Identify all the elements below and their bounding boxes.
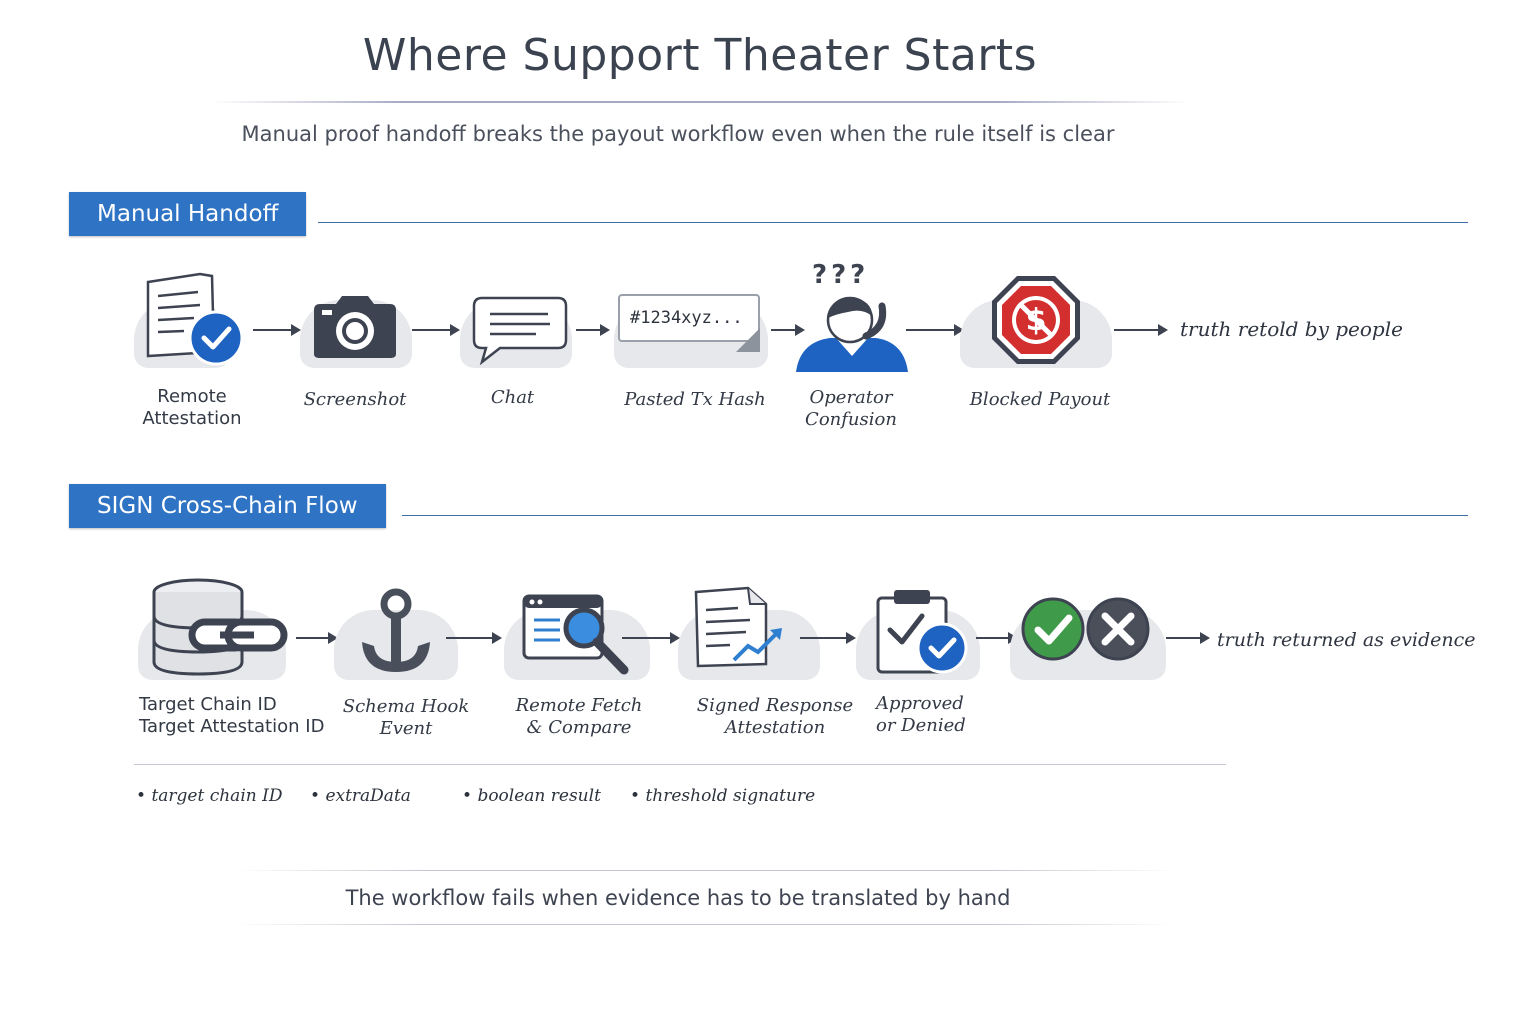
step-label-line: Attestation — [724, 717, 826, 738]
flow-arrow — [906, 324, 964, 336]
step-label-remote-attestation: Remote Attestation — [112, 386, 272, 430]
step-label-line: Signed Response — [696, 695, 854, 716]
chat-bubble-icon — [472, 296, 568, 366]
step-label-line: & Compare — [526, 717, 632, 738]
step-label-line: Operator — [809, 387, 893, 408]
confused-operator-icon — [796, 296, 908, 372]
camera-icon — [314, 296, 396, 358]
title-divider — [210, 101, 1190, 103]
database-link-icon — [152, 578, 288, 676]
step-label-target-ids: Target Chain ID Target Attestation ID — [139, 694, 339, 738]
field-bullet-threshold-signature: threshold signature — [630, 786, 815, 806]
bullet-divider — [134, 764, 1226, 765]
flow-arrow — [1114, 324, 1168, 336]
step-label-line: Remote Fetch — [515, 695, 643, 716]
page-subtitle: Manual proof handoff breaks the payout w… — [241, 122, 1115, 146]
flow-arrow — [800, 632, 856, 644]
hash-note-icon: #1234xyz... — [618, 294, 760, 342]
flow-arrow — [253, 324, 301, 336]
step-label-remote-fetch: Remote Fetch & Compare — [498, 695, 660, 739]
footer-caption: The workflow fails when evidence has to … — [345, 886, 1011, 910]
step-label-screenshot: Screenshot — [303, 389, 407, 410]
sign-outcome: truth returned as evidence — [1217, 629, 1476, 651]
step-label-chat: Chat — [490, 387, 535, 408]
step-label-pasted-tx-hash: Pasted Tx Hash — [624, 389, 766, 410]
step-label-schema-hook-event: Schema Hook Event — [342, 696, 470, 739]
clipboard-check-icon — [876, 590, 968, 674]
step-label-line: Target Attestation ID — [139, 716, 325, 737]
field-bullet-target-chain-id: target chain ID — [136, 786, 282, 806]
step-label-signed-response: Signed Response Attestation — [690, 695, 860, 739]
flow-arrow — [771, 324, 805, 336]
flow-arrow — [576, 324, 610, 336]
document-check-icon — [146, 272, 244, 366]
section-heading-manual-handoff: Manual Handoff — [69, 192, 307, 236]
manual-outcome: truth retold by people — [1180, 317, 1403, 341]
section-heading-sign-flow: SIGN Cross-Chain Flow — [69, 484, 386, 528]
stop-dollar-icon: $ — [992, 276, 1080, 364]
question-marks-icon: ??? — [812, 260, 870, 290]
section-line-manual — [318, 222, 1468, 223]
footer-rule-bottom — [236, 924, 1176, 925]
step-label-line: or Denied — [876, 715, 966, 736]
flow-arrow — [412, 324, 460, 336]
flow-arrow — [976, 632, 1018, 644]
hash-text: #1234xyz... — [630, 308, 743, 328]
step-label-line: Target Chain ID — [139, 694, 277, 715]
step-label-operator-confusion: Operator Confusion — [780, 387, 922, 431]
field-bullet-boolean-result: boolean result — [462, 786, 600, 806]
anchor-icon — [362, 588, 430, 672]
section-line-sign — [402, 515, 1468, 516]
page-title: Where Support Theater Starts — [362, 30, 1038, 81]
step-label-approved-denied: Approved or Denied — [876, 693, 996, 737]
flow-arrow — [1166, 632, 1210, 644]
flow-arrow — [622, 632, 680, 644]
field-bullet-extradata: extraData — [310, 786, 410, 806]
browser-search-icon — [522, 594, 629, 675]
step-label-line: Approved — [876, 693, 964, 714]
step-label-line: Remote — [157, 386, 227, 407]
footer-rule-top — [236, 870, 1176, 871]
page-curl-icon — [736, 328, 760, 352]
flow-arrow — [296, 632, 338, 644]
signed-document-chart-icon — [694, 586, 782, 668]
step-label-blocked-payout: Blocked Payout — [969, 389, 1111, 410]
step-label-line: Confusion — [805, 409, 897, 430]
step-label-line: Attestation — [142, 408, 242, 429]
flow-arrow — [446, 632, 502, 644]
approve-deny-icon — [1021, 597, 1150, 661]
